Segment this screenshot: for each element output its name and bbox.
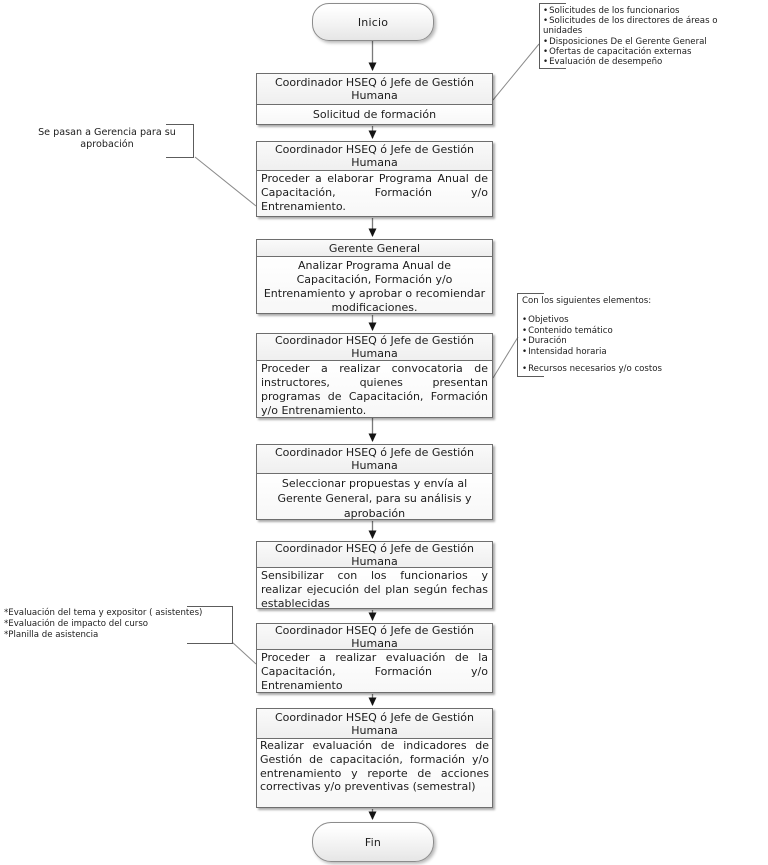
note-item: Solicitudes de los directores de áreas o… xyxy=(543,16,721,36)
note-item: *Planilla de asistencia xyxy=(4,630,99,640)
note-item: Ofertas de capacitación externas xyxy=(543,47,721,57)
evaluacion-note: *Evaluación del tema y expositor ( asist… xyxy=(4,608,220,641)
start-node: Inicio xyxy=(312,3,434,41)
box-body: Seleccionar propuestas y envía al Gerent… xyxy=(257,474,492,519)
process-box-analizar-programa: Gerente General Analizar Programa Anual … xyxy=(256,239,493,314)
process-box-convocatoria: Coordinador HSEQ ó Jefe de Gestión Human… xyxy=(256,333,493,418)
box-header: Coordinador HSEQ ó Jefe de Gestión Human… xyxy=(257,709,492,739)
evaluacion-note-bracket xyxy=(187,606,233,644)
note-item: Objetivos xyxy=(522,315,687,325)
inputs-note-list: Solicitudes de los funcionarios Solicitu… xyxy=(543,6,721,67)
end-label: Fin xyxy=(364,835,382,849)
elementos-note: Con los siguientes elementos: Objetivos … xyxy=(522,296,687,374)
note-item: *Evaluación de impacto del curso xyxy=(4,619,149,629)
box-body: Realizar evaluación de indicadores de Ge… xyxy=(257,739,492,807)
box-body: Proceder a realizar evaluación de la Cap… xyxy=(257,650,492,692)
evaluacion-note-list: *Evaluación del tema y expositor ( asist… xyxy=(4,608,220,641)
note-item: Recursos necesarios y/o costos xyxy=(522,364,687,374)
process-box-solicitud: Coordinador HSEQ ó Jefe de Gestión Human… xyxy=(256,73,493,125)
gerencia-note-bracket xyxy=(166,124,194,158)
box-body: Proceder a elaborar Programa Anual de Ca… xyxy=(257,171,492,216)
end-node: Fin xyxy=(312,822,434,862)
note-item: Evaluación de desempeño xyxy=(543,57,721,67)
box-body: Solicitud de formación xyxy=(257,105,492,124)
box-header: Coordinador HSEQ ó Jefe de Gestión Human… xyxy=(257,542,492,568)
note-item: Solicitudes de los funcionarios xyxy=(543,6,721,16)
note-item: Intensidad horaria xyxy=(522,347,687,357)
box-header: Coordinador HSEQ ó Jefe de Gestión Human… xyxy=(257,74,492,105)
process-box-indicadores: Coordinador HSEQ ó Jefe de Gestión Human… xyxy=(256,708,493,808)
start-label: Inicio xyxy=(357,15,389,29)
box-header: Gerente General xyxy=(257,240,492,257)
box-header: Coordinador HSEQ ó Jefe de Gestión Human… xyxy=(257,142,492,171)
note-item: Contenido temático xyxy=(522,326,687,336)
note-item: *Evaluación del tema y expositor ( asist… xyxy=(4,608,203,618)
elementos-note-bracket xyxy=(517,293,544,377)
elementos-note-list: Objetivos Contenido temático Duración In… xyxy=(522,315,687,374)
process-box-evaluacion: Coordinador HSEQ ó Jefe de Gestión Human… xyxy=(256,623,493,693)
box-header: Coordinador HSEQ ó Jefe de Gestión Human… xyxy=(257,445,492,474)
box-header: Coordinador HSEQ ó Jefe de Gestión Human… xyxy=(257,624,492,650)
process-box-sensibilizar: Coordinador HSEQ ó Jefe de Gestión Human… xyxy=(256,541,493,609)
box-body: Analizar Programa Anual de Capacitación,… xyxy=(257,257,492,313)
elementos-note-title: Con los siguientes elementos: xyxy=(522,296,652,306)
inputs-note: Solicitudes de los funcionarios Solicitu… xyxy=(543,6,721,67)
inputs-note-bracket xyxy=(539,3,566,69)
note-item: Disposiciones De el Gerente General xyxy=(543,37,721,47)
box-header: Coordinador HSEQ ó Jefe de Gestión Human… xyxy=(257,334,492,361)
gerencia-note: Se pasan a Gerencia para su aprobación xyxy=(38,127,176,150)
process-box-programa-anual: Coordinador HSEQ ó Jefe de Gestión Human… xyxy=(256,141,493,217)
process-box-seleccionar-propuestas: Coordinador HSEQ ó Jefe de Gestión Human… xyxy=(256,444,493,520)
box-body: Sensibilizar con los funcionarios y real… xyxy=(257,568,492,608)
box-body: Proceder a realizar convocatoria de inst… xyxy=(257,361,492,417)
note-item: Duración xyxy=(522,336,687,346)
